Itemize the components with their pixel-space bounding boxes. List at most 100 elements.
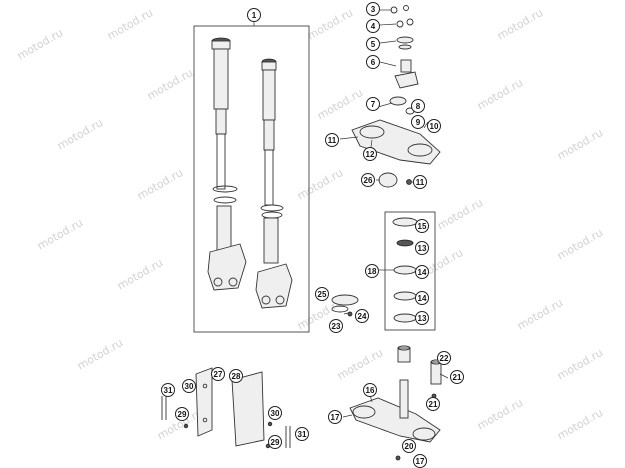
callout-label: 17	[416, 457, 425, 466]
callout-25: 25	[315, 287, 329, 301]
callout-label: 29	[271, 438, 280, 447]
callout-label: 31	[164, 386, 173, 395]
callout-circle	[325, 133, 339, 147]
callout-label: 23	[332, 322, 341, 331]
callout-circle	[247, 8, 261, 22]
callout-label: 28	[232, 372, 241, 381]
callout-circle	[361, 173, 375, 187]
callout-11: 11	[325, 133, 339, 147]
callout-label: 6	[371, 58, 376, 67]
callout-circle	[268, 406, 282, 420]
callout-label: 30	[185, 382, 194, 391]
callout-circle	[415, 311, 429, 325]
callout-circle	[411, 99, 425, 113]
callout-label: 21	[429, 400, 438, 409]
callout-circle	[182, 379, 196, 393]
callout-circle	[415, 219, 429, 233]
callout-circle	[211, 367, 225, 381]
callout-label: 20	[405, 442, 414, 451]
callout-circle	[415, 291, 429, 305]
callout-1: 1	[247, 8, 261, 22]
callout-28: 28	[229, 369, 243, 383]
callout-circle	[413, 175, 427, 189]
callout-circle	[229, 369, 243, 383]
callout-20: 20	[402, 439, 416, 453]
callout-circle	[402, 439, 416, 453]
callout-label: 11	[416, 178, 425, 187]
callout-31: 31	[161, 383, 175, 397]
callout-30: 30	[268, 406, 282, 420]
callout-5: 5	[366, 37, 380, 51]
callout-label: 22	[440, 354, 449, 363]
watermark-text: motod.ru	[295, 166, 345, 202]
callout-label: 30	[271, 409, 280, 418]
callout-14: 14	[415, 265, 429, 279]
callout-11: 11	[413, 175, 427, 189]
callout-13: 13	[415, 241, 429, 255]
callout-label: 1	[252, 11, 257, 20]
callout-circle	[450, 370, 464, 384]
callout-27: 27	[211, 367, 225, 381]
watermark-text: motod.ru	[555, 406, 605, 442]
fork-guards	[161, 367, 291, 449]
callout-circle	[366, 19, 380, 33]
callout-circle	[366, 37, 380, 51]
callout-8: 8	[411, 99, 425, 113]
callout-label: 16	[366, 386, 375, 395]
callout-14: 14	[415, 291, 429, 305]
watermark-text: motod.ru	[105, 6, 155, 42]
callout-label: 21	[453, 373, 462, 382]
leader-lines	[253, 9, 449, 418]
callout-circle	[329, 319, 343, 333]
callout-label: 7	[371, 100, 376, 109]
callout-circle	[366, 55, 380, 69]
callout-label: 13	[418, 244, 427, 253]
callout-label: 10	[430, 122, 439, 131]
callout-7: 7	[366, 97, 380, 111]
callout-label: 15	[418, 222, 427, 231]
callout-label: 11	[328, 136, 337, 145]
watermark-text: motod.ru	[555, 126, 605, 162]
watermark-text: motod.ru	[15, 26, 65, 62]
callout-label: 14	[418, 294, 427, 303]
callout-29: 29	[175, 407, 189, 421]
watermark-text: motod.ru	[475, 396, 525, 432]
callout-label: 14	[418, 268, 427, 277]
callout-circle	[427, 119, 441, 133]
callout-label: 18	[368, 267, 377, 276]
watermark-layer: motod.ru motod.ru motod.ru motod.ru motod.ru…	[15, 6, 605, 442]
left-fork-leg	[207, 37, 247, 291]
watermark-text: motod.ru	[305, 6, 355, 42]
callout-circle	[355, 309, 369, 323]
center-small-parts	[331, 294, 359, 317]
callout-label: 5	[371, 40, 376, 49]
callout-18: 18	[365, 264, 379, 278]
upper-triple-clamp	[351, 96, 441, 188]
callout-circle	[363, 383, 377, 397]
callout-label: 8	[416, 102, 421, 111]
callout-label: 3	[371, 5, 376, 14]
callout-15: 15	[415, 219, 429, 233]
callout-label: 25	[318, 290, 327, 299]
callout-circle	[415, 265, 429, 279]
callout-circle	[328, 410, 342, 424]
callout-label: 29	[178, 410, 187, 419]
callout-17: 17	[328, 410, 342, 424]
callout-label: 17	[331, 413, 340, 422]
callout-24: 24	[355, 309, 369, 323]
callout-31: 31	[295, 427, 309, 441]
callout-6: 6	[366, 55, 380, 69]
callout-circle	[363, 147, 377, 161]
callout-17: 17	[413, 454, 427, 468]
callout-circle	[415, 241, 429, 255]
watermark-text: motod.ru	[475, 76, 525, 112]
callout-label: 12	[366, 150, 375, 159]
watermark-text: motod.ru	[515, 296, 565, 332]
callout-label: 24	[358, 312, 367, 321]
watermark-text: motod.ru	[35, 216, 85, 252]
watermark-text: motod.ru	[135, 166, 185, 202]
callout-13: 13	[415, 311, 429, 325]
watermark-text: motod.ru	[55, 116, 105, 152]
callout-30: 30	[182, 379, 196, 393]
callout-circle	[365, 264, 379, 278]
